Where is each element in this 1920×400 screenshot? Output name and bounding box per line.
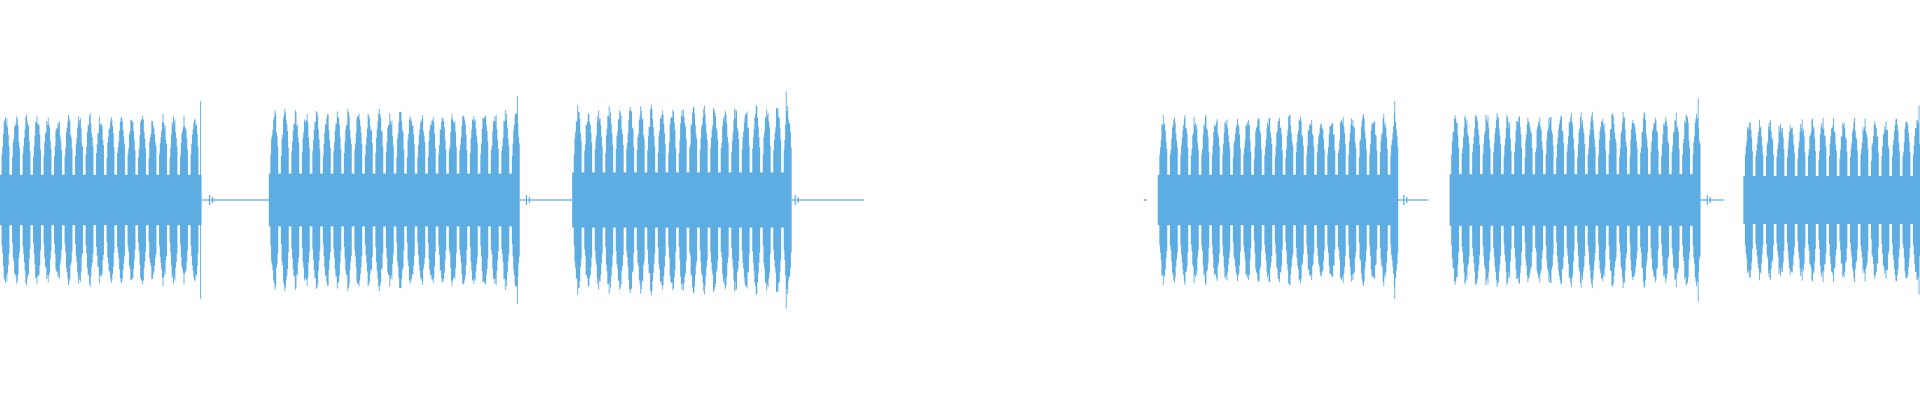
waveform-segment-5 [1449, 98, 1725, 302]
waveform-pulses [270, 96, 520, 304]
waveform-segment-2 [268, 96, 573, 304]
waveform-pulses [1159, 100, 1399, 300]
waveform-segment-3 [572, 91, 864, 309]
waveform-tail [201, 195, 271, 205]
waveform-segment-6 [1743, 105, 1920, 295]
waveform-segment-4 [1157, 100, 1429, 300]
waveform-pulses [1451, 98, 1701, 302]
waveform-tail [1395, 195, 1429, 205]
waveform-segment-1 [0, 100, 271, 300]
waveform-pulses [1744, 105, 1920, 295]
waveform-tail [518, 195, 573, 205]
waveform-pulses [573, 91, 792, 309]
waveform-tail [787, 195, 864, 205]
waveform-tail [1699, 195, 1725, 205]
waveform-pulses [1, 100, 202, 300]
waveform-blip [1144, 199, 1147, 201]
